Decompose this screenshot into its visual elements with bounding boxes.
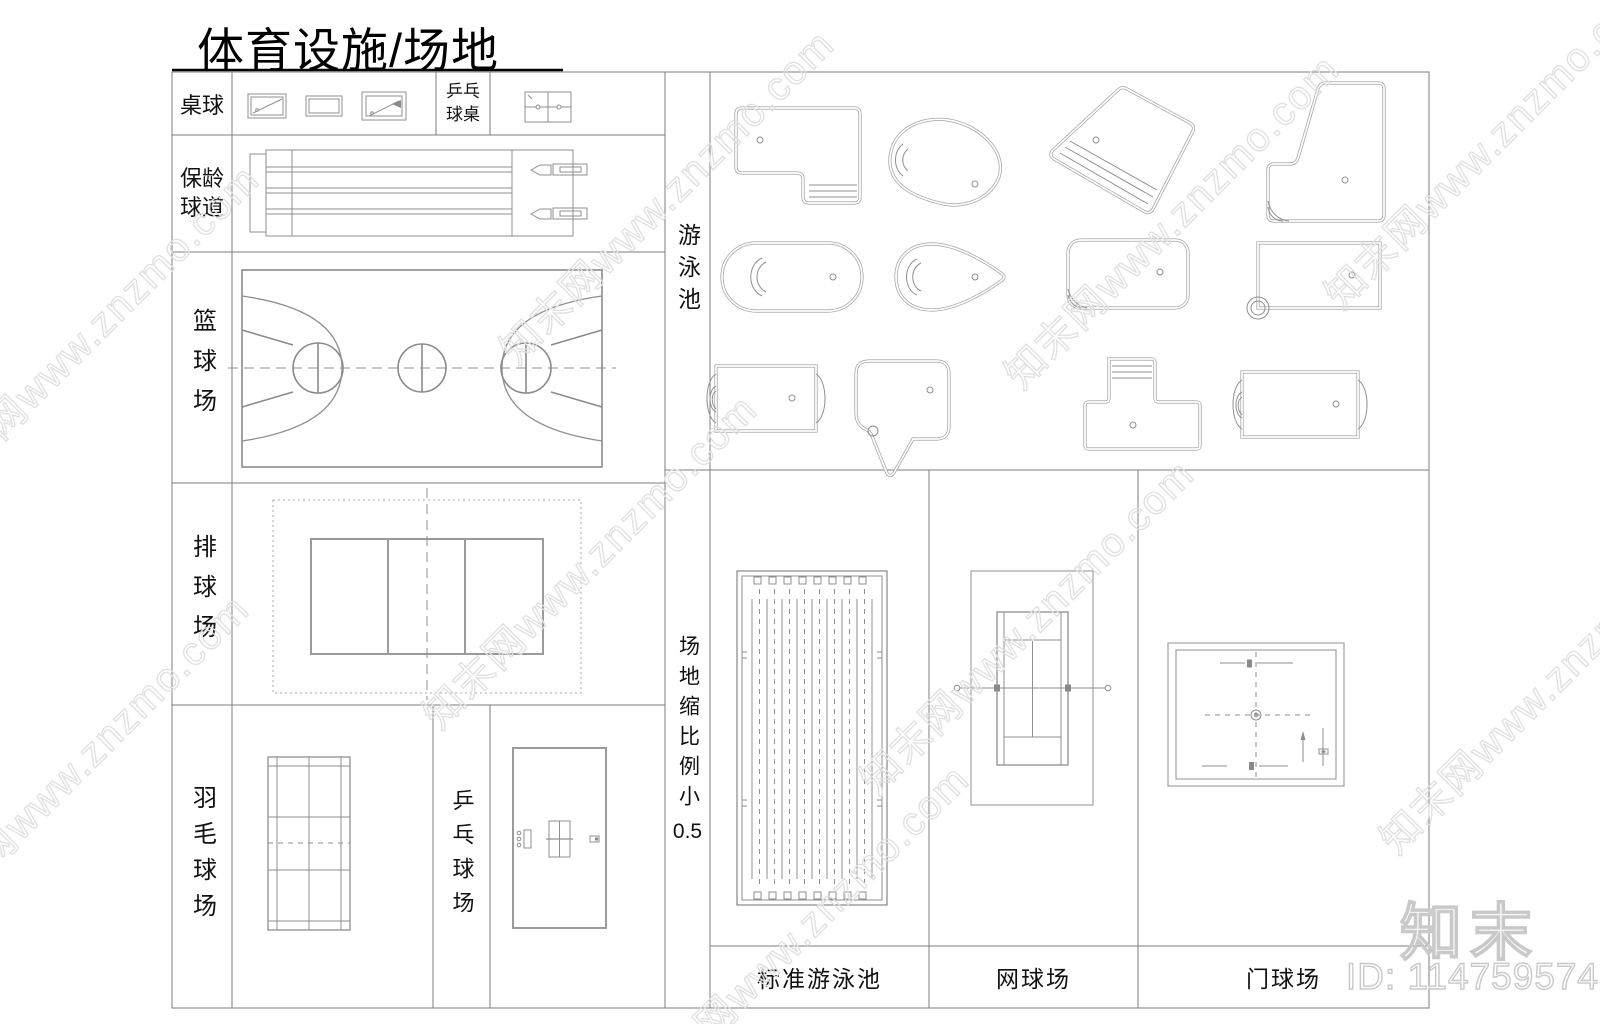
billiards-table-icons: [247, 91, 407, 121]
label-scale-note-text: 场地缩比例小: [676, 634, 700, 815]
tennis-court-drawing: [953, 570, 1112, 806]
row-label-basketball-text: 篮球场: [188, 307, 216, 428]
row-label-billiards-text: 桌球: [179, 92, 224, 118]
row-label-bowling: 保龄球道: [172, 135, 232, 252]
standard-swimming-pool-drawing: [736, 570, 888, 906]
row-label-basketball: 篮球场: [172, 252, 232, 483]
basketball-court-drawing: [228, 269, 616, 468]
label-scale-value: 0.5: [672, 819, 703, 843]
table-tennis-room-drawing: [512, 747, 607, 929]
page-title: 体育设施/场地: [197, 24, 500, 77]
row-label-bowling-text: 保龄球道: [179, 165, 224, 220]
bowling-lanes-drawing: [249, 149, 588, 237]
label-table-tennis-court: 乒乓球场: [433, 705, 490, 1008]
label-scale-note: 场地缩比例小 0.5: [665, 470, 710, 1008]
bottom-label-tennis-court-text: 网球场: [996, 966, 1071, 992]
table-tennis-table-icon: [524, 91, 572, 123]
label-swimming-pool-text: 游泳池: [674, 223, 701, 319]
row-label-badminton: 羽毛球场: [172, 705, 232, 1008]
row-label-volleyball: 排球场: [172, 483, 232, 705]
row-label-badminton-text: 羽毛球场: [188, 784, 216, 929]
bottom-label-tennis-court: 网球场: [929, 946, 1138, 1008]
bottom-label-standard-pool: 标准游泳池: [710, 946, 929, 1008]
label-table-tennis-table-text: 乒乓球桌: [446, 82, 480, 124]
row-label-volleyball-text: 排球场: [188, 534, 216, 654]
volleyball-court-drawing: [272, 488, 582, 700]
label-table-tennis-court-text: 乒乓球场: [449, 788, 475, 925]
gateball-court-drawing: [1167, 642, 1345, 787]
table-grid: [171, 71, 1430, 1009]
badminton-court-drawing: [267, 756, 351, 931]
row-label-billiards: 桌球: [172, 72, 232, 135]
label-table-tennis-table: 乒乓球桌: [436, 72, 490, 135]
bottom-label-gateball-court-text: 门球场: [1246, 966, 1321, 992]
label-swimming-pool: 游泳池: [665, 72, 710, 470]
bottom-label-gateball-court: 门球场: [1138, 946, 1429, 1008]
bottom-label-standard-pool-text: 标准游泳池: [757, 966, 882, 992]
swimming-pool-shapes: [706, 81, 1386, 478]
